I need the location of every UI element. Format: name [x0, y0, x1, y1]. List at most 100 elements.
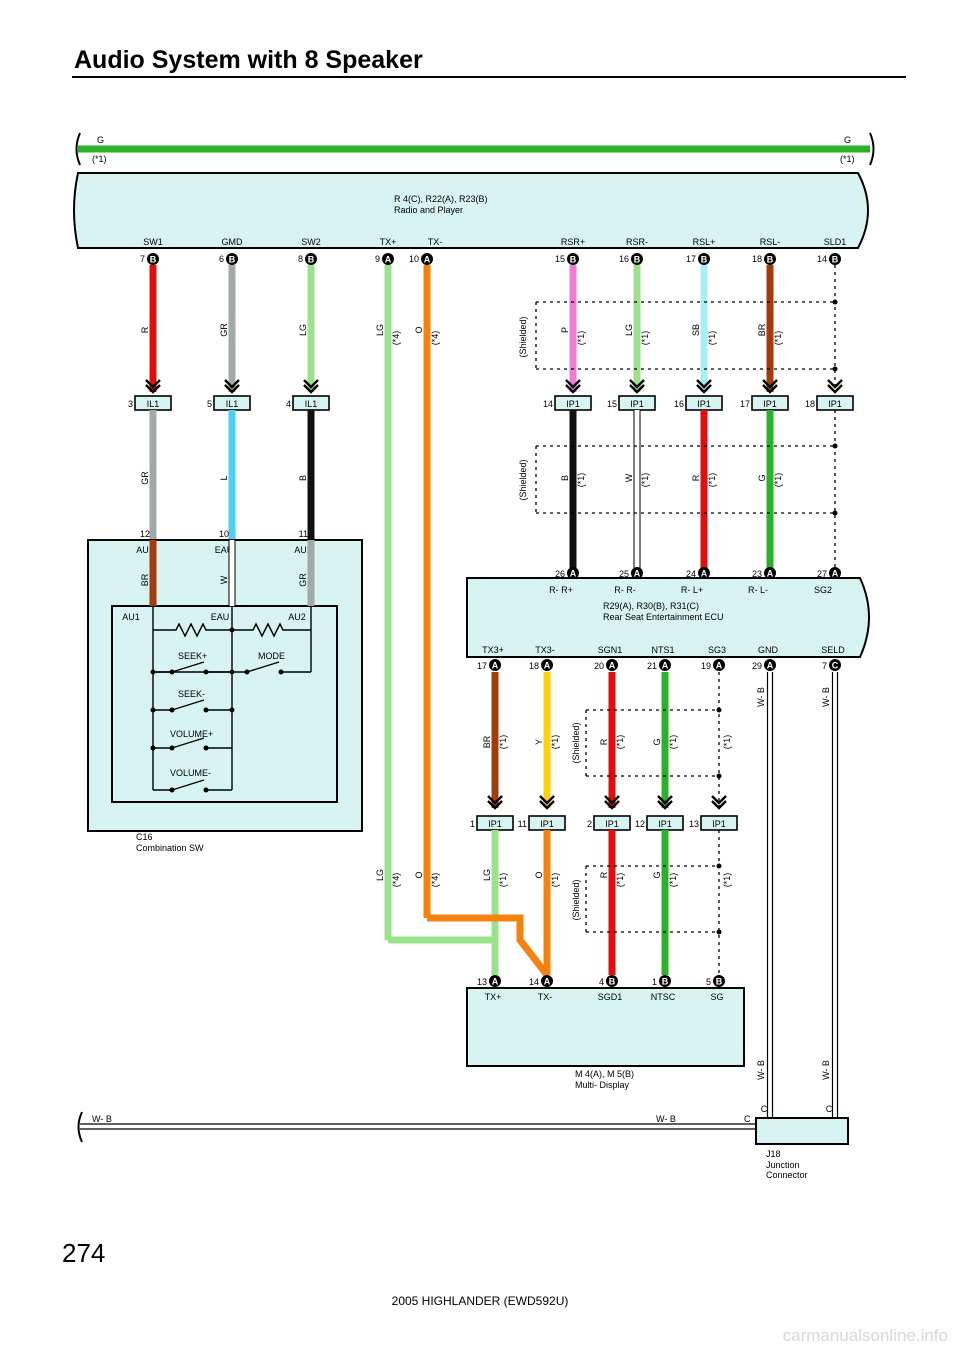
vol-minus-blade [171, 779, 205, 791]
combo-outer-pin-0: AU1 [136, 545, 154, 555]
wire-note-bottom-0: (*4) [391, 873, 401, 888]
wire-label-lower-6: W- B [821, 687, 831, 707]
radio-pin-SW1: SW1 [143, 237, 163, 247]
ecu-top-conn-0-letter: A [570, 569, 577, 579]
wire-label-bottom-0: LG [375, 869, 385, 881]
wire-label-bottom-3: O [534, 871, 544, 878]
display-pin-conn-2-letter: B [609, 977, 616, 987]
shield-bottom [585, 865, 719, 933]
combo-pin-num-0: 12 [140, 529, 150, 539]
wire-label-lower-0: BR [482, 735, 492, 748]
il1-num-2: 4 [286, 399, 291, 409]
wire-note-bottom-2: (*1) [498, 873, 508, 888]
wire-note-lower-0: (*1) [498, 735, 508, 750]
break-right [869, 132, 875, 166]
ecu-top-label-1: R- R- [614, 585, 636, 595]
ground-wire-pin: C [744, 1114, 751, 1124]
ecu-bottom-num-1: 18 [529, 661, 539, 671]
radio-pin-SW2: SW2 [301, 237, 321, 247]
node [150, 707, 156, 713]
wire-note-bottom-5: (*1) [668, 873, 678, 888]
ecu-top-num-1: 25 [619, 569, 629, 579]
radio-pin-num-17: 17 [686, 254, 696, 264]
wire-tx-minus-route [427, 914, 550, 978]
radio-pin-conn-8-circle [764, 253, 776, 265]
ip1l-1-label: IP1 [540, 819, 554, 829]
radio-pin-conn-4-letter: A [424, 255, 431, 265]
display-pin-label-SGD1: SGD1 [598, 992, 623, 1002]
il1-2-label: IL1 [305, 399, 318, 409]
ecu-bottom-label-NTS1: NTS1 [651, 645, 674, 655]
display-pin-label-TX+: TX+ [485, 992, 502, 1002]
ecu-bottom-conn-1-circle [541, 659, 553, 671]
radio-pin-conn-9-circle [829, 253, 841, 265]
ecu-module [466, 577, 870, 658]
shield-dot [716, 863, 722, 869]
combo-wire-label-1: W [219, 575, 229, 584]
switch-label-VOLUME-: VOLUME- [170, 768, 211, 778]
page-title: Audio System with 8 Speaker [74, 46, 423, 74]
radio-pin-conn-7-circle [698, 253, 710, 265]
display-pin-conn-3-letter: B [662, 977, 669, 987]
wire-label-upper-5: P [560, 327, 570, 333]
shield-dot [716, 707, 722, 713]
shield-mid [535, 445, 835, 514]
ecu-bottom-conn-5-circle [764, 659, 776, 671]
junction-desc-0: Junction [766, 1160, 800, 1170]
wire-note-bottom-1: (*4) [430, 873, 440, 888]
wire-label-upper-4: O [414, 326, 424, 333]
combo-inner-pin-2: AU2 [288, 612, 306, 622]
ip1l-3-label: IP1 [658, 819, 672, 829]
wire-label-mid-5: R [691, 474, 701, 481]
junction-wire-label-0: W- B [756, 1060, 766, 1080]
display-pin-conn-4-circle [713, 975, 725, 987]
display-pin-conn-2-circle [606, 975, 618, 987]
ip1l-0-label: IP1 [488, 819, 502, 829]
display-pin-num-3: 1 [652, 977, 657, 987]
ip1u-1-arrow [629, 379, 645, 394]
combo-outer-pin-1: EAU [215, 545, 234, 555]
ecu-bottom-conn-4-letter: A [716, 661, 723, 671]
radio-pin-GMD: GMD [222, 237, 243, 247]
ip1l-num-0: 1 [470, 819, 475, 829]
radio-pin-conn-9-letter: B [832, 255, 839, 265]
ecu-bottom-conn-4-circle [713, 659, 725, 671]
il1-1-arrow [224, 379, 240, 394]
wire-label-lower-1: Y [534, 739, 544, 745]
radio-pin-conn-1-circle [226, 253, 238, 265]
radio-pin-conn-6-circle [631, 253, 643, 265]
combo-switch-name: C16 [136, 832, 153, 842]
ip1u-3-arrow [762, 379, 778, 394]
wire-note-upper-3: (*4) [391, 331, 401, 346]
watermark: carmanualsonline.info [782, 1326, 948, 1345]
ip1l-num-1: 11 [518, 819, 527, 829]
radio-pin-TX+: TX+ [380, 237, 397, 247]
radio-pin-num-7: 7 [140, 254, 145, 264]
wire-label-upper-8: BR [757, 323, 767, 336]
wire-label-mid-0: GR [140, 471, 150, 485]
ip1l-3-arrow [657, 795, 673, 810]
ecu-name: R29(A), R30(B), R31(C) [603, 601, 699, 611]
shield-dot [832, 510, 838, 516]
ecu-bottom-label-TX3+: TX3+ [482, 645, 504, 655]
radio-pin-num-9: 9 [375, 254, 380, 264]
radio-desc: Radio and Player [394, 205, 463, 215]
page-number: 274 [62, 1238, 106, 1268]
ecu-top-num-0: 26 [555, 569, 565, 579]
display-pin-label-SG: SG [710, 992, 723, 1002]
radio-pin-num-18: 18 [752, 254, 762, 264]
wire-note-mid-6: (*1) [773, 473, 783, 488]
shield-dot [832, 299, 838, 305]
ip1u-0-arrow [565, 379, 581, 394]
radio-pin-conn-1-letter: B [229, 255, 236, 265]
switch-mode-blade [246, 661, 280, 673]
ecu-top-conn-3-letter: A [767, 569, 774, 579]
ip1l-2-arrow [604, 795, 620, 810]
wire-label-mid-3: B [560, 475, 570, 481]
radio-pin-num-15: 15 [555, 254, 565, 264]
ecu-bottom-conn-0-circle [489, 659, 501, 671]
switch-label-SEEK+: SEEK+ [178, 651, 207, 661]
ecu-top-conn-1-circle [631, 567, 643, 579]
break-ground [77, 1111, 83, 1143]
